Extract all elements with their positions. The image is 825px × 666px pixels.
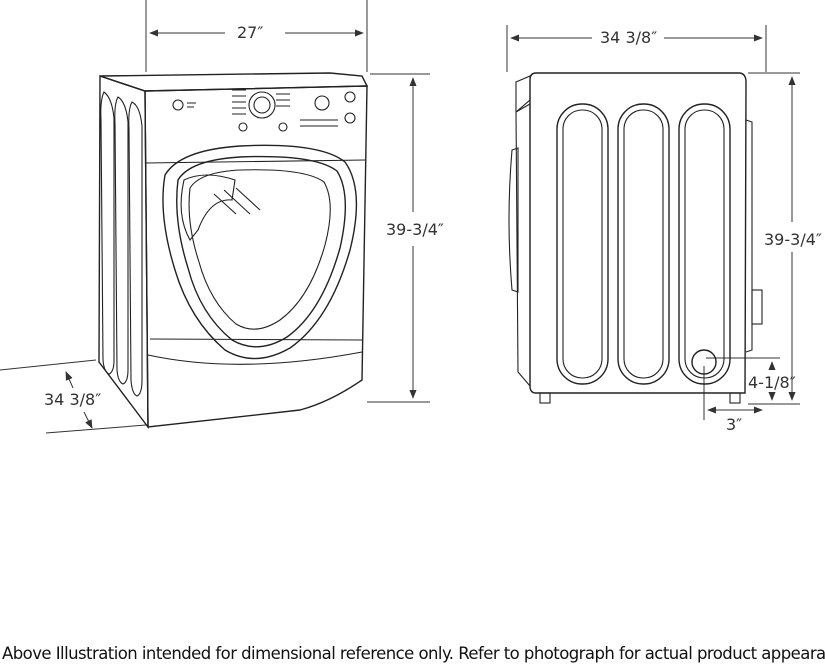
- pause-button[interactable]: [278, 122, 288, 132]
- option-knob-top[interactable]: [344, 91, 356, 103]
- option-knob-bottom[interactable]: [344, 112, 356, 124]
- side-view-dryer: 34 3/8″ 39-3/4″ 4-1/8″ 3″: [506, 25, 822, 434]
- front-foot: [539, 392, 551, 404]
- back-foot: [729, 392, 741, 404]
- door-outer-ring[interactable]: [162, 144, 358, 360]
- cycle-selector-knob[interactable]: [248, 91, 276, 119]
- pedestal-curve: [147, 351, 363, 365]
- door-inner-ring: [176, 155, 347, 348]
- brand-logo-icon: [172, 99, 184, 111]
- side-cabinet: [529, 72, 747, 394]
- side-rib-2: [114, 96, 129, 385]
- side-front-edge: [515, 103, 531, 388]
- brand-script-icon: [187, 102, 196, 108]
- side-control-panel-edge: [515, 75, 531, 114]
- door-window: [188, 169, 331, 330]
- exhaust-vent-icon: [691, 349, 717, 375]
- front-height-label: 39-3/4″: [386, 220, 444, 239]
- cycle-selector-knob-inner: [253, 96, 271, 114]
- control-panel: [172, 89, 356, 132]
- side-rib-capsule-2-inner: [623, 109, 664, 379]
- door-handle[interactable]: [180, 174, 236, 241]
- cabinet-front-panel: [144, 85, 368, 428]
- depth-extension-back: [0, 359, 97, 371]
- door-glare-lines: [213, 187, 261, 215]
- start-button[interactable]: [314, 95, 330, 111]
- side-rib-capsule-1: [556, 103, 609, 385]
- pedestal-line: [149, 338, 363, 341]
- side-depth-label: 34 3/8″: [600, 28, 657, 47]
- cycle-labels-right: [276, 93, 290, 107]
- depth-arrow-back: [65, 371, 74, 389]
- back-vent-connector: [751, 289, 763, 325]
- disclaimer-caption: Above Illustration intended for dimensio…: [2, 644, 825, 663]
- side-rib-3: [128, 101, 143, 397]
- cabinet-top: [99, 72, 369, 92]
- vent-offset-label: 3″: [726, 415, 742, 434]
- cabinet-side-panel: [98, 75, 149, 430]
- side-rib-1: [100, 91, 115, 375]
- side-rib-capsule-3-inner: [684, 109, 725, 379]
- indicator-lights: [300, 119, 338, 127]
- front-view-dryer: 27″ 39-3/4″ 34 3/8″: [0, 0, 444, 434]
- side-back-edge: [745, 119, 753, 353]
- power-button[interactable]: [238, 122, 248, 132]
- cycle-labels-left: [232, 89, 246, 115]
- front-width-label: 27″: [237, 23, 263, 42]
- side-rib-capsule-3: [678, 103, 731, 385]
- side-rib-capsule-2: [617, 103, 670, 385]
- vent-height-label: 4-1/8″: [748, 373, 796, 392]
- depth-extension-front: [45, 424, 147, 434]
- side-rib-capsule-1-inner: [562, 109, 603, 379]
- depth-arrow-front: [83, 411, 93, 429]
- side-door-profile: [508, 147, 519, 293]
- control-panel-bottom-edge: [144, 159, 366, 164]
- side-height-label: 39-3/4″: [764, 230, 822, 249]
- front-depth-label: 34 3/8″: [44, 390, 101, 409]
